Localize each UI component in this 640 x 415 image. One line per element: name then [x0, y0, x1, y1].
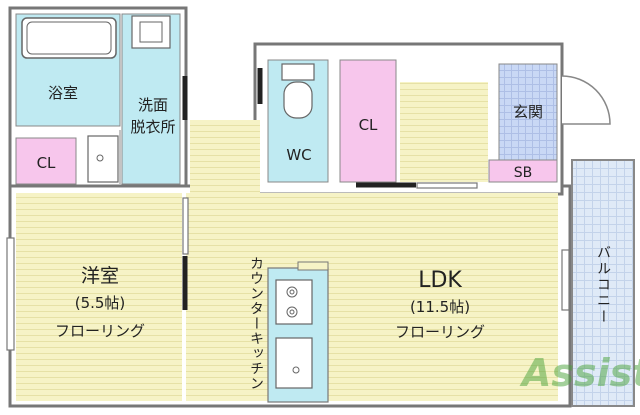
- bedroom-floor: [16, 193, 182, 401]
- ldk-floor: [186, 193, 558, 401]
- shoe-box-label: SB: [514, 165, 533, 181]
- ldk-floor-label: フローリング: [395, 323, 485, 341]
- corridor-floor: [190, 120, 260, 195]
- balcony-label: バルコニー: [595, 245, 611, 325]
- watermark-logo: Assist: [519, 351, 640, 395]
- closet-left-label: CL: [37, 154, 56, 172]
- toilet-tank: [281, 63, 315, 81]
- shoe-box: [488, 159, 558, 183]
- bedroom-floor-label: フローリング: [55, 322, 145, 340]
- closet-center-label: CL: [359, 116, 378, 134]
- entrance-label: 玄関: [513, 103, 543, 121]
- cooktop: [275, 279, 313, 325]
- washing-machine: [131, 15, 171, 49]
- entrance-area: [498, 63, 558, 161]
- ldk-name: LDK: [418, 268, 462, 293]
- closet-left: [15, 137, 77, 185]
- balcony: [571, 159, 635, 407]
- entrance-door-swing: [561, 75, 611, 125]
- washroom-label-line2: 脱衣所: [130, 118, 175, 136]
- hall-floor: [400, 82, 488, 182]
- toilet-label: WC: [286, 146, 311, 164]
- kitchen-sink: [275, 337, 313, 389]
- toilet-bowl: [283, 81, 313, 119]
- kitchen-label: カウンターキッチン: [248, 256, 264, 391]
- bedroom-size: (5.5帖): [75, 294, 126, 312]
- wall-segments: [182, 68, 416, 310]
- washroom-label-line1: 洗面: [138, 96, 168, 114]
- windows: [6, 182, 570, 351]
- bath-label: 浴室: [48, 84, 78, 102]
- ldk-size: (11.5帖): [410, 298, 470, 316]
- closet-center: [339, 59, 397, 183]
- bedroom-name: 洋室: [81, 265, 119, 287]
